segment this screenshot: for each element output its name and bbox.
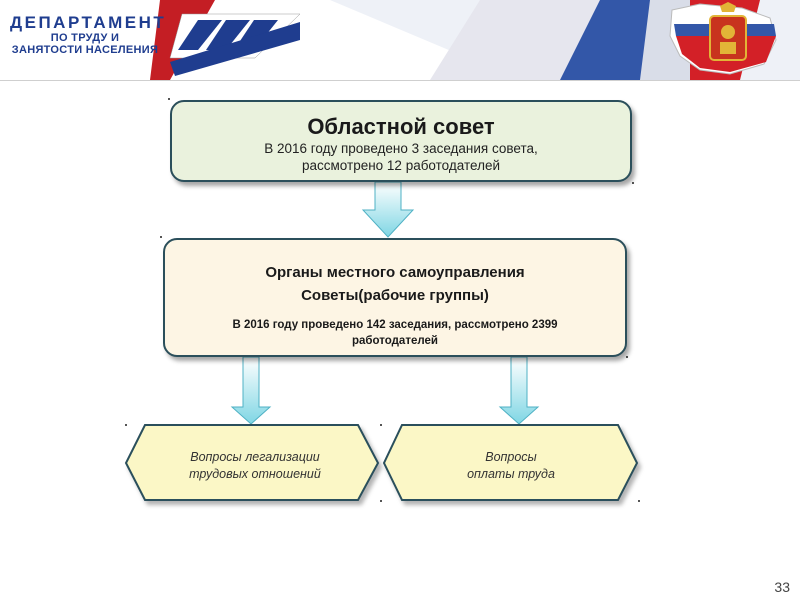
hexagon-left: [124, 424, 380, 501]
local-government-box: Органы местного самоуправления Советы(ра…: [163, 238, 627, 357]
down-arrow-left: [230, 356, 272, 425]
department-title-line1: ДЕПАРТАМЕНТ: [10, 13, 167, 32]
page-number: 33: [774, 579, 790, 595]
local-government-line2: работодателей: [352, 335, 438, 347]
regional-council-box: Областной совет В 2016 году проведено 3 …: [170, 100, 632, 182]
corner-dot: [380, 424, 382, 426]
down-arrow-top: [361, 181, 415, 238]
regional-council-line1: В 2016 году проведено 3 заседания совета…: [264, 141, 538, 156]
logo-blue-bar-2: [206, 20, 250, 50]
corner-dot: [168, 98, 170, 100]
logo-blue-bar-1: [178, 20, 222, 50]
local-government-title-line1: Органы местного самоуправления: [265, 264, 525, 281]
corner-dot: [638, 500, 640, 502]
legalization-issues-label: Вопросы легализации трудовых отношений: [150, 449, 360, 483]
logo-blue-swoosh: [170, 22, 300, 76]
department-title: ДЕПАРТАМЕНТ ПО ТРУДУ И ЗАНЯТОСТИ НАСЕЛЕН…: [10, 13, 167, 57]
local-government-title-line2: Советы(рабочие группы): [301, 287, 489, 304]
department-title-line2: ПО ТРУДУ И: [50, 32, 120, 44]
department-title-line3: ЗАНЯТОСТИ НАСЕЛЕНИЯ: [11, 44, 159, 56]
wage-issues-label: Вопросы оплаты труда: [406, 449, 616, 483]
corner-dot: [632, 182, 634, 184]
local-government-line1: В 2016 году проведено 142 заседания, рас…: [232, 319, 558, 331]
down-arrow-right: [498, 356, 540, 425]
corner-dot: [125, 424, 127, 426]
region-emblem-icon: [669, 2, 777, 75]
legalization-issues-line1: Вопросы легализации: [190, 450, 320, 464]
hexagon-right: [382, 424, 639, 501]
wage-issues-line1: Вопросы: [485, 450, 537, 464]
wage-issues-line2: оплаты труда: [467, 467, 555, 481]
corner-dot: [160, 236, 162, 238]
header-banner: ДЕПАРТАМЕНТ ПО ТРУДУ И ЗАНЯТОСТИ НАСЕЛЕН…: [0, 0, 800, 81]
corner-dot: [380, 500, 382, 502]
corner-dot: [626, 356, 628, 358]
regional-council-line2: рассмотрено 12 работодателей: [302, 158, 500, 173]
header-decoration: [150, 0, 800, 80]
regional-council-title: Областной совет: [307, 114, 495, 139]
legalization-issues-line2: трудовых отношений: [189, 467, 321, 481]
